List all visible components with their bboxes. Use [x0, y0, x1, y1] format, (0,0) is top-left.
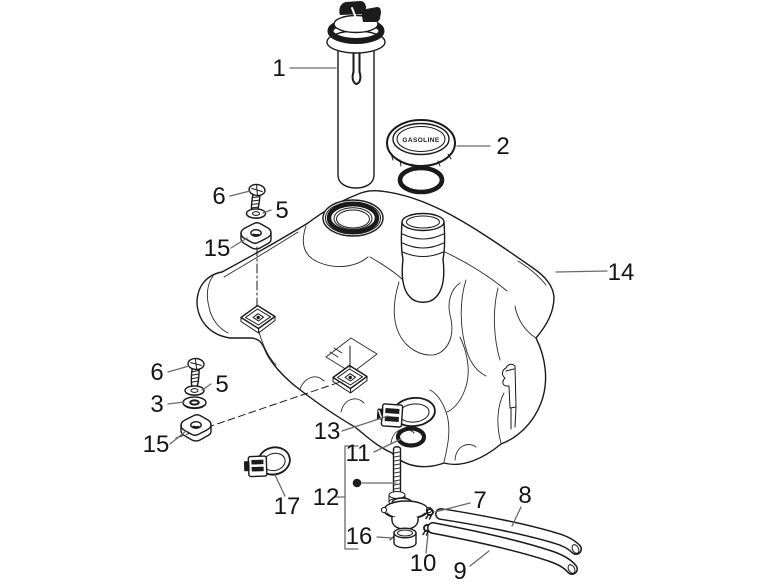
- callout-10: 10: [410, 550, 437, 577]
- callout-9: 9: [453, 558, 466, 582]
- leader-15-upper: [230, 237, 248, 249]
- callout-13: 13: [314, 418, 341, 445]
- callout-6-upper: 6: [212, 183, 225, 210]
- callout-labels: 1 2 6 5 15 14 6 5 3 15 13 11 12 17 16 7 …: [143, 55, 635, 582]
- tank-contour-lines: [206, 225, 547, 463]
- leader-10: [425, 533, 429, 554]
- fuel-tank-body: [175, 189, 555, 468]
- leader-6-upper: [229, 190, 251, 197]
- tap-filter-tube: [392, 446, 402, 495]
- tank-side-bracket: [502, 363, 517, 430]
- sender-connector-gap: [351, 7, 357, 19]
- callout-5-lower: 5: [215, 371, 228, 398]
- leader-14: [555, 270, 608, 273]
- leader-16: [376, 536, 394, 539]
- lower-mount-hardware: [180, 357, 212, 442]
- callout-17: 17: [274, 493, 301, 520]
- fuel-cap: GASOLINE: [386, 119, 456, 171]
- tank-tab-recess: [325, 337, 378, 374]
- group-12-bracket: [334, 445, 397, 550]
- leader-17: [274, 474, 286, 497]
- sender-connector: [339, 1, 381, 22]
- leader-lines: [167, 67, 608, 567]
- tank-filler-neck: [400, 212, 446, 303]
- leader-13: [341, 415, 389, 432]
- leader-5-lower: [201, 383, 212, 391]
- rubber-mount-lower: [180, 413, 212, 442]
- leader-7: [434, 502, 471, 513]
- bushing-16: [393, 527, 417, 549]
- tap-filter-mesh: [393, 451, 401, 490]
- fuel-hose-9: [427, 522, 578, 575]
- callout-3: 3: [150, 391, 163, 418]
- callout-15-upper: 15: [204, 235, 231, 262]
- cap-o-ring: [397, 165, 445, 195]
- callout-15-lower: 15: [143, 431, 170, 458]
- sender-tube: [337, 49, 375, 189]
- callout-7: 7: [473, 487, 486, 514]
- hose-clamp-13: [376, 397, 436, 428]
- leader-9: [469, 550, 490, 567]
- washer-lower: [184, 385, 205, 397]
- leader-6-lower: [167, 365, 190, 373]
- callout-5-upper: 5: [275, 197, 288, 224]
- o-ring-11: [395, 426, 427, 448]
- grommet-washer: [182, 396, 207, 410]
- leader-8: [511, 506, 522, 527]
- sender-slot: [351, 51, 362, 85]
- leader-5-upper: [262, 209, 272, 214]
- leader-11: [373, 438, 402, 453]
- callout-11: 11: [346, 440, 371, 467]
- callout-12: 12: [313, 484, 340, 511]
- washer-upper: [245, 208, 267, 220]
- callout-8: 8: [518, 482, 531, 509]
- leader-15-lower: [169, 430, 187, 445]
- callout-6-lower: 6: [150, 359, 163, 386]
- rubber-mount-upper: [240, 221, 272, 250]
- tank-sender-opening: [322, 199, 384, 237]
- leader-3: [167, 401, 185, 405]
- tap-body-cup: [391, 516, 419, 530]
- cap-brand-text: GASOLINE: [402, 137, 439, 144]
- hose-clamp-17: [243, 446, 291, 478]
- fuel-hose-8: [435, 508, 582, 555]
- callout-16: 16: [346, 523, 373, 550]
- callout-1: 1: [272, 55, 285, 82]
- callout-2: 2: [496, 133, 509, 160]
- fuel-level-sender: [326, 1, 386, 189]
- callout-14: 14: [608, 259, 635, 286]
- screw-lower: [185, 357, 206, 389]
